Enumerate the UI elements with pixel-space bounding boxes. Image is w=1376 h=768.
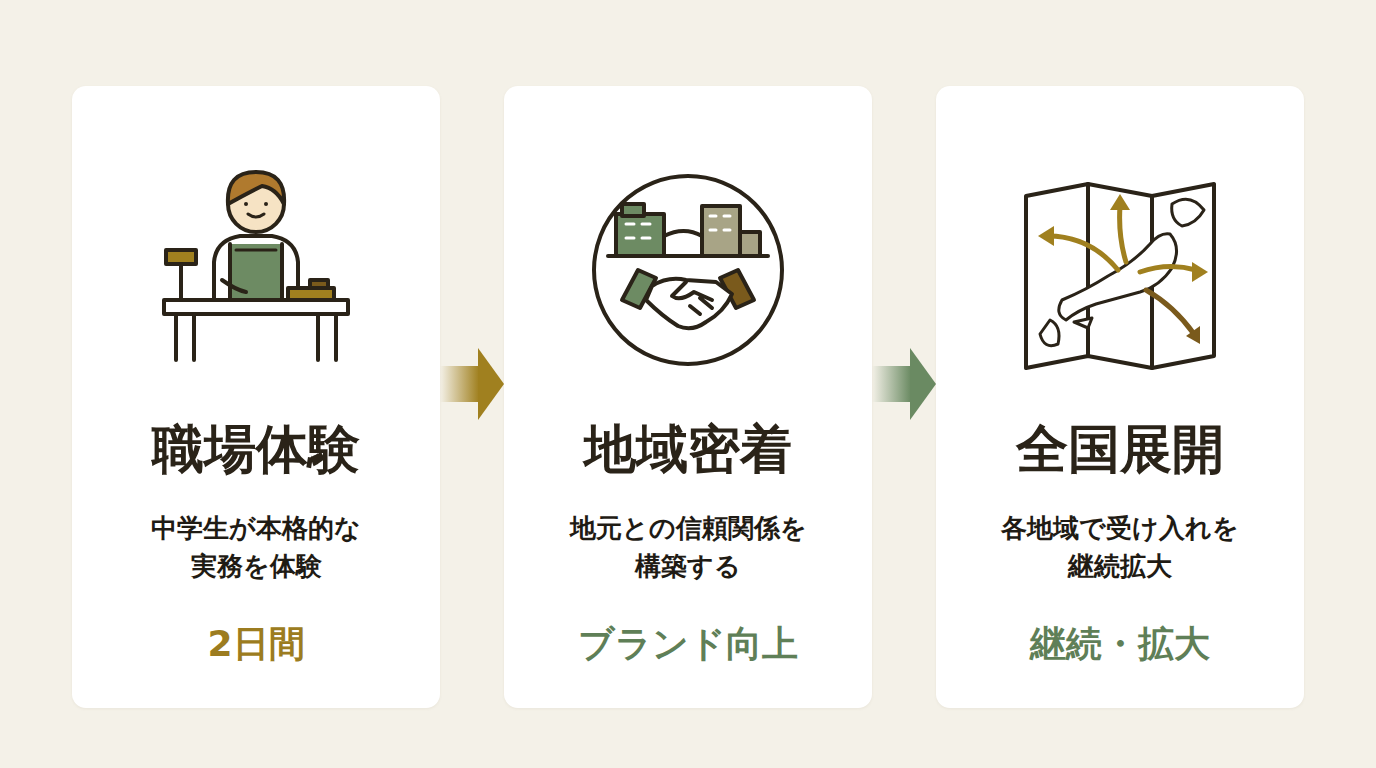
- card-body: 地元との信頼関係を 構築する: [557, 510, 819, 585]
- arrow-head: [478, 348, 504, 420]
- card-heading: 職場体験: [72, 418, 440, 480]
- arrow-shaft: [440, 366, 479, 402]
- arrow-shaft: [872, 366, 911, 402]
- handshake-icon: [594, 176, 782, 364]
- card-footer: 継続・拡大: [936, 622, 1304, 665]
- flow-arrow: [440, 348, 504, 420]
- card-heading: 地域密着: [504, 418, 872, 480]
- step-card: 職場体験中学生が本格的な 実務を体験 2日間: [72, 86, 440, 708]
- map-icon: [1026, 184, 1214, 368]
- flow-arrow: [872, 348, 936, 420]
- arrow-head: [910, 348, 936, 420]
- step-card: 全国展開各地域で受け入れを 継続拡大継続・拡大: [936, 86, 1304, 708]
- card-heading: 全国展開: [936, 418, 1304, 480]
- step-card: 地域密着地元との信頼関係を 構築するブランド向上: [504, 86, 872, 708]
- worker-icon: [164, 172, 348, 360]
- card-footer: ブランド向上: [504, 622, 872, 665]
- card-body: 中学生が本格的な 実務を体験: [125, 510, 387, 585]
- card-body: 各地域で受け入れを 継続拡大: [989, 510, 1251, 585]
- card-footer: 2日間: [72, 622, 440, 665]
